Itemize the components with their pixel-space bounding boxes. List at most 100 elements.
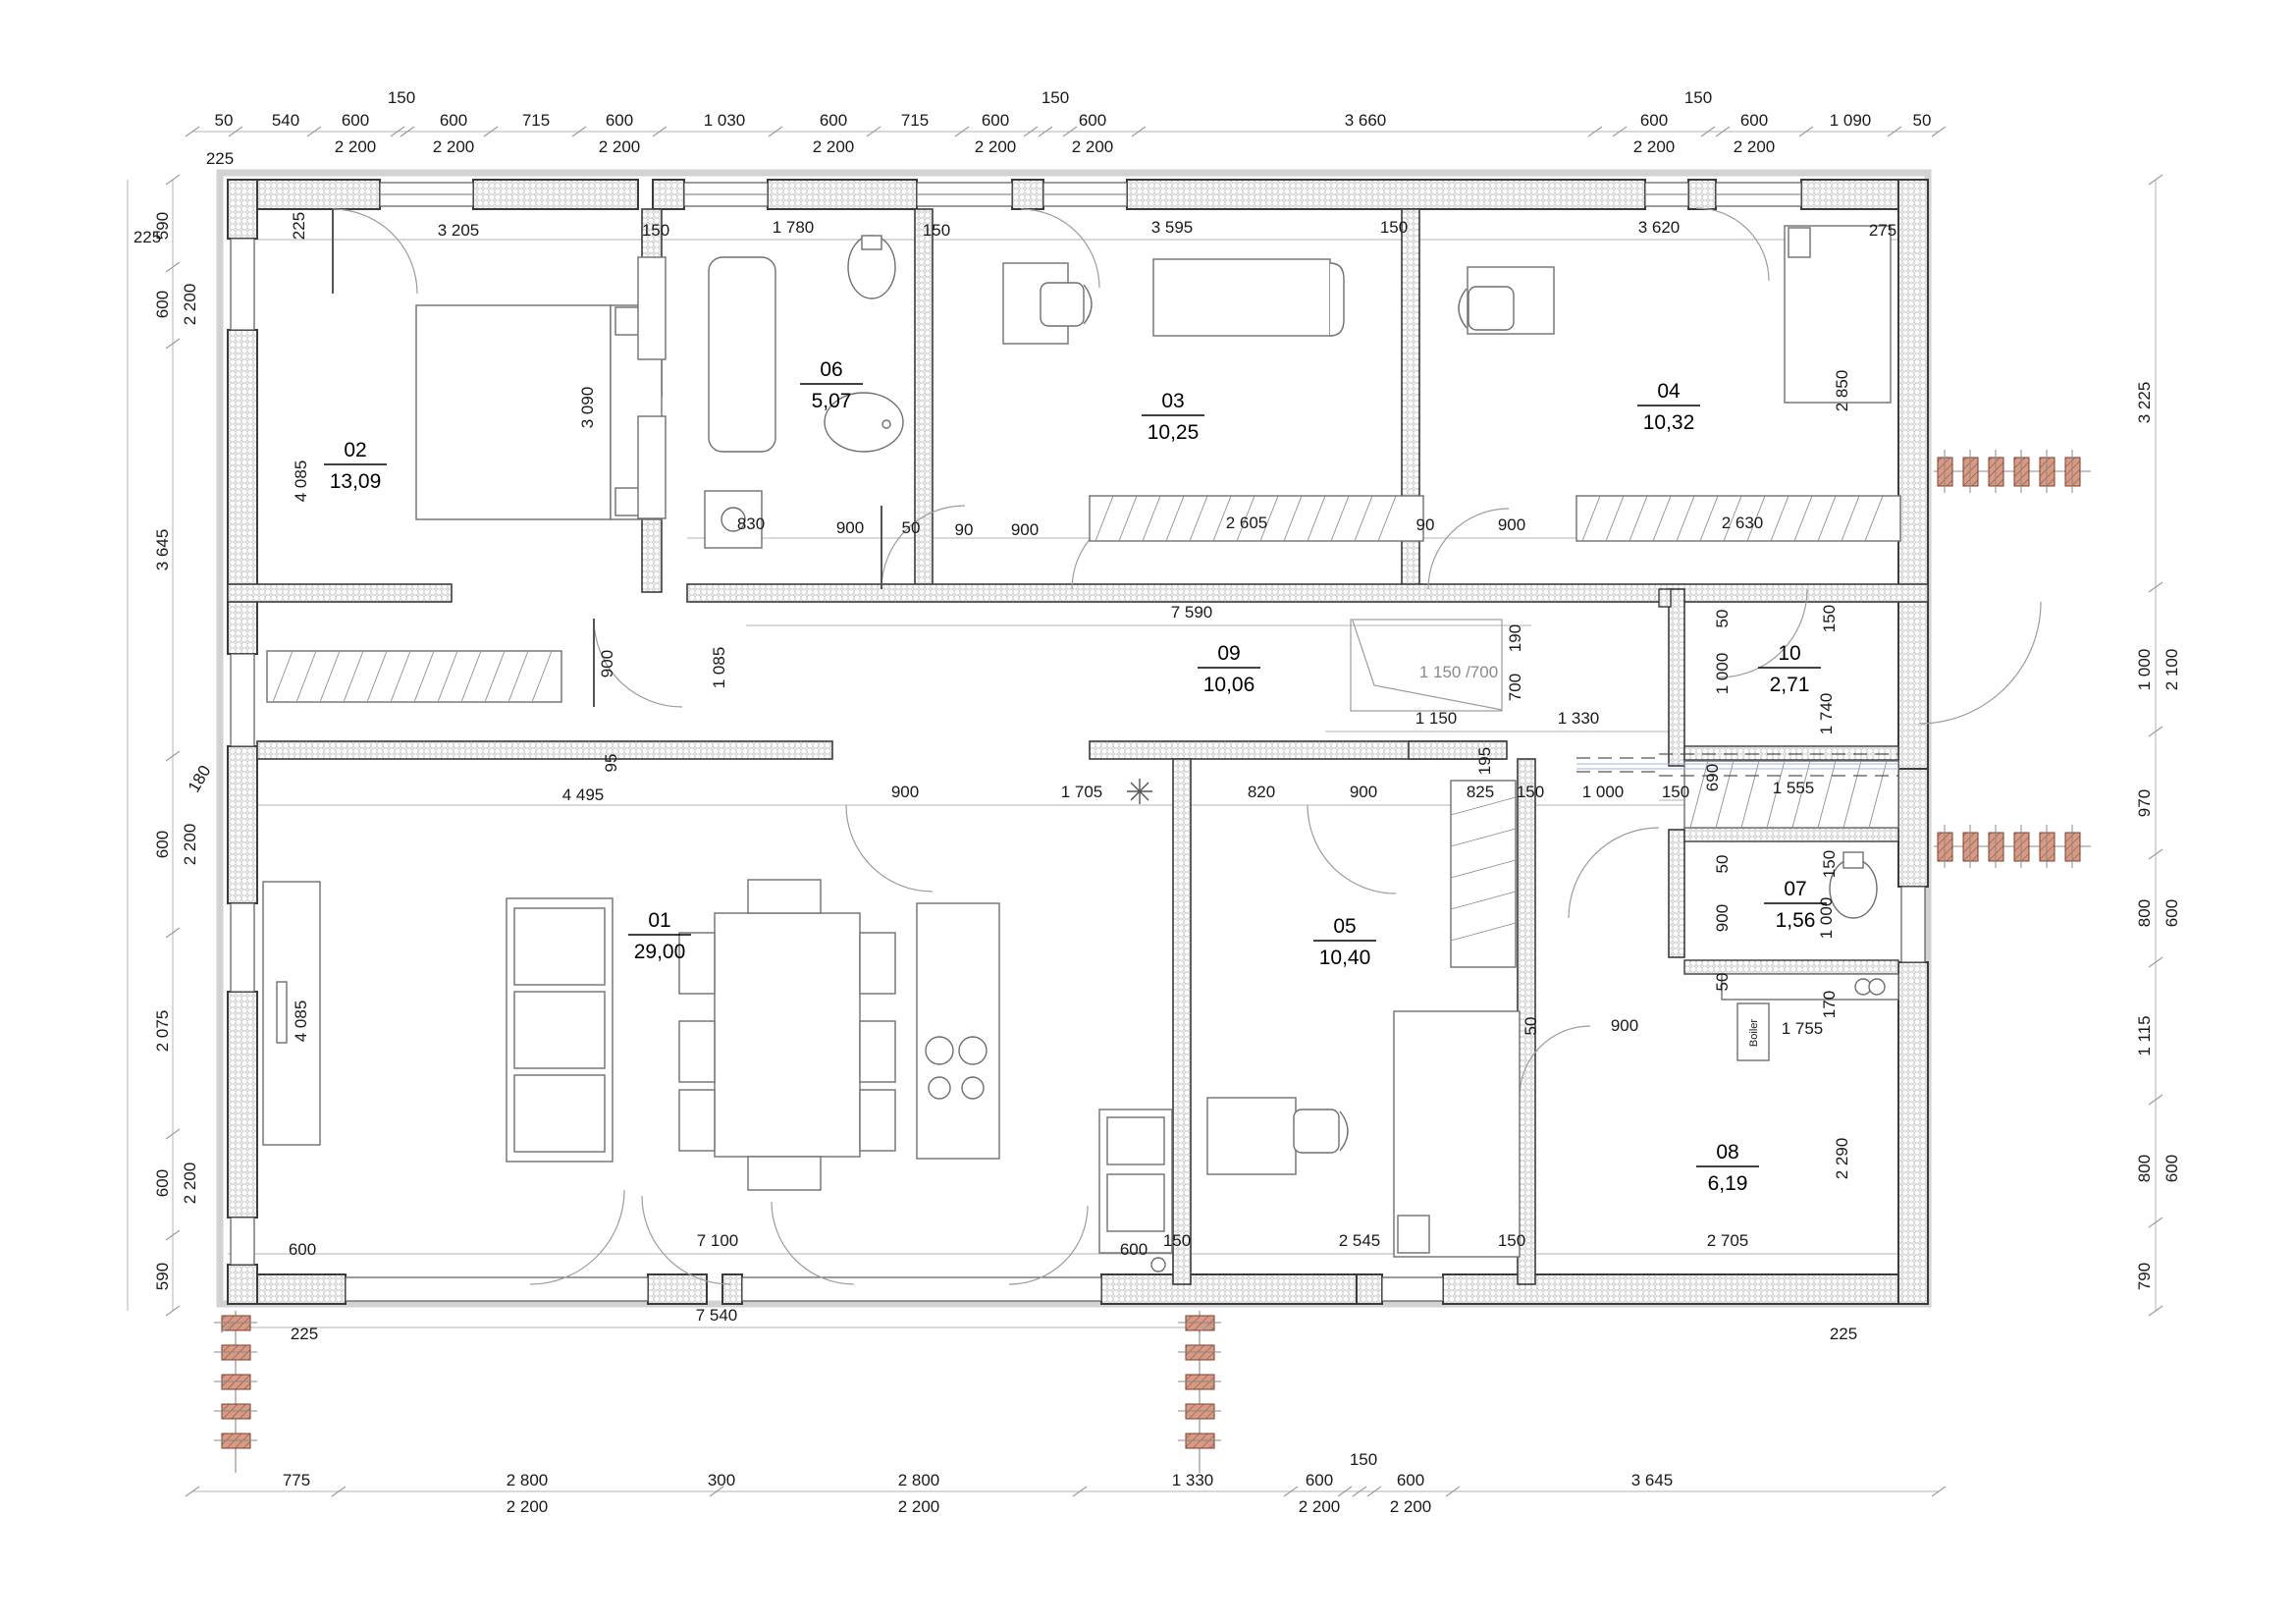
dim-top-sub: 2 200 — [1633, 137, 1676, 156]
furniture — [262, 225, 1901, 1272]
bathtub — [708, 256, 776, 453]
dim-top-value: 600 — [1640, 111, 1668, 130]
interior-dim: 50 — [902, 518, 921, 537]
dim-bottom-sub: 2 200 — [898, 1497, 940, 1516]
interior-dim: 190 — [1506, 624, 1524, 652]
dim-right-value: 790 — [2135, 1263, 2154, 1290]
dim-top-sub: 2 200 — [975, 137, 1017, 156]
interior-dim: 90 — [1416, 515, 1435, 534]
interior-dim: 1 555 — [1773, 779, 1815, 797]
room-area: 6,19 — [1708, 1172, 1748, 1195]
interior-dim: 225 — [1830, 1325, 1857, 1343]
interior-dim: 150 — [1517, 783, 1544, 801]
dim-top-value: 1 030 — [704, 111, 746, 130]
bed-master — [415, 304, 612, 520]
dim-top-value: 3 660 — [1345, 111, 1387, 130]
dim-top-value: 600 — [342, 111, 369, 130]
dim-top-sub: 2 200 — [813, 137, 855, 156]
interior-dim: 600 — [1120, 1240, 1148, 1259]
dim-top-value: 1 090 — [1830, 111, 1872, 130]
wall-left — [227, 179, 258, 1305]
dim-top-sub: 2 200 — [335, 137, 377, 156]
dim-top-value: 600 — [440, 111, 467, 130]
dim-left-value: 590 — [153, 212, 172, 240]
dim-left-sub: 2 200 — [181, 1163, 199, 1205]
interior-dim: 600 — [289, 1240, 316, 1259]
dim-top-value: 600 — [820, 111, 847, 130]
dim-bottom-sub: 2 200 — [507, 1497, 549, 1516]
interior-dim: 50 — [1713, 973, 1732, 992]
interior-dim: 830 — [737, 514, 765, 533]
dim-right-value: 800 — [2135, 899, 2154, 927]
interior-dim: 50 — [1713, 855, 1732, 874]
interior-dim: 2 705 — [1707, 1231, 1749, 1250]
interior-dim: 825 — [1467, 783, 1494, 801]
interior-dim: 150 — [642, 221, 669, 240]
chair — [747, 1156, 822, 1191]
interior-dim: 195 — [1475, 747, 1494, 775]
dim-right-value: 3 225 — [2135, 382, 2154, 424]
dim-top-value: 600 — [1740, 111, 1768, 130]
dim-top-value: 715 — [522, 111, 550, 130]
room-number: 08 — [1716, 1141, 1738, 1164]
interior-dim: 2 605 — [1226, 514, 1268, 532]
dim-right-value: 800 — [2135, 1155, 2154, 1182]
dim-left-value: 600 — [153, 291, 172, 318]
interior-dim: 900 — [1011, 520, 1039, 539]
interior-dim: 1 150 /700 — [1419, 663, 1498, 681]
room-label-08: 086,19 — [1696, 1141, 1759, 1195]
dim-left-value: 590 — [153, 1263, 172, 1290]
dim-left-value: 600 — [153, 831, 172, 858]
dim-right-value: 970 — [2135, 789, 2154, 817]
dim-bottom-value: 2 800 — [898, 1471, 940, 1489]
dim-right-value: 1 000 — [2135, 649, 2154, 691]
kitchen-island — [916, 902, 1000, 1160]
interior-dim: 180 — [185, 762, 215, 795]
bath-cabinet — [637, 256, 667, 360]
dim-top-value: 50 — [215, 111, 234, 130]
room-area: 10,32 — [1643, 411, 1695, 434]
interior-dim: 150 — [1820, 605, 1839, 632]
interior-dim: 2 545 — [1339, 1231, 1381, 1250]
dim-right-sub: 600 — [2163, 1155, 2181, 1182]
wall-right — [1897, 179, 1929, 1305]
room-number: 02 — [344, 439, 366, 461]
dim-ticks — [165, 126, 2163, 1497]
interior-dim: 90 — [955, 520, 974, 539]
dim-top-upper: 150 — [1041, 88, 1069, 107]
dim-bottom-value: 775 — [283, 1471, 310, 1489]
interior-dim: 900 — [836, 518, 864, 537]
hob-burner — [961, 1076, 985, 1100]
room-area: 10,40 — [1319, 947, 1371, 969]
interior-dim: 3 595 — [1151, 218, 1194, 237]
dim-top-upper: 150 — [388, 88, 415, 107]
interior-dim: 150 — [1820, 850, 1839, 878]
interior-dim: 1 780 — [773, 218, 815, 237]
hob-burner — [925, 1036, 954, 1065]
dim-bottom-sub: 2 200 — [1299, 1497, 1341, 1516]
room-area: 2,71 — [1770, 674, 1810, 696]
dim-right-value: 1 115 — [2135, 1015, 2154, 1056]
interior-dim: 2 630 — [1722, 514, 1764, 532]
interior-dim: 7 590 — [1171, 603, 1213, 622]
desk-05 — [1206, 1097, 1297, 1175]
interior-dim: 690 — [1703, 764, 1722, 791]
interior-dim: 1 755 — [1782, 1019, 1824, 1038]
dim-bottom-value: 3 645 — [1631, 1471, 1674, 1489]
room-area: 10,06 — [1203, 674, 1255, 696]
interior-dim: 2 850 — [1833, 370, 1851, 412]
room-label-07: 071,56 — [1764, 878, 1827, 932]
stairs-hatch — [1450, 780, 1517, 968]
interior-dim: 1 000 — [1817, 897, 1836, 940]
room-area: 10,25 — [1148, 421, 1200, 444]
interior-dim: 150 — [1662, 783, 1689, 801]
window-detail-callout — [1350, 619, 1503, 712]
